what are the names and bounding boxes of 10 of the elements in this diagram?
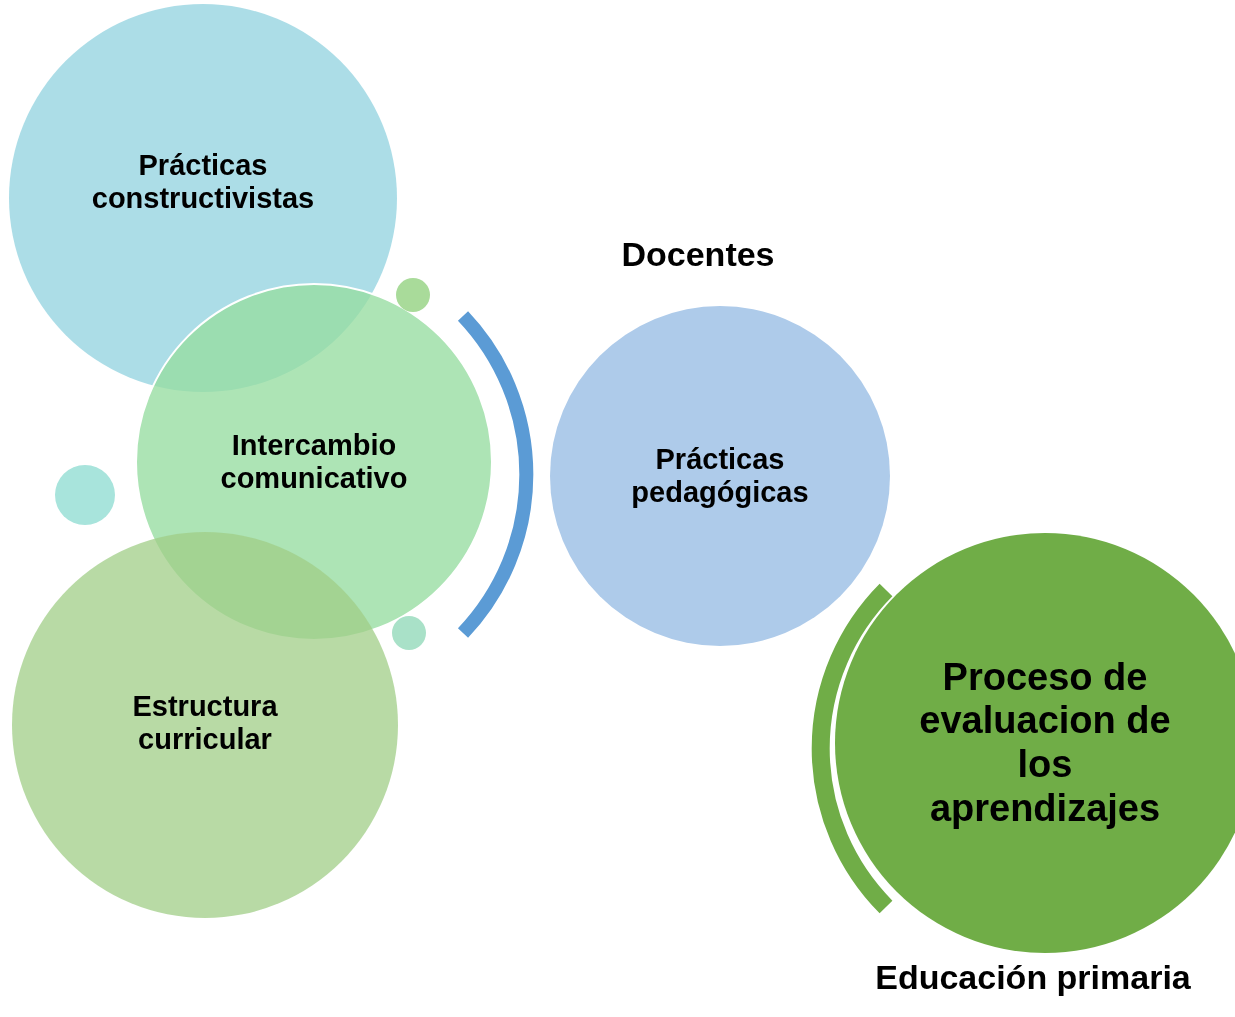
circle-label: Intercambio comunicativo [219, 428, 409, 496]
circle-label: Estructura curricular [131, 689, 279, 757]
circle-shape [396, 278, 430, 312]
circle-label: Proceso de evaluacion de los aprendizajes [918, 655, 1172, 831]
circle-label: Prácticas constructivistas [90, 148, 316, 216]
circle-shape [392, 616, 426, 650]
circle-label: Prácticas pedagógicas [630, 442, 810, 510]
heading: Educación primaria [875, 958, 1191, 997]
circle-shape [55, 465, 115, 525]
heading: Docentes [621, 235, 775, 274]
